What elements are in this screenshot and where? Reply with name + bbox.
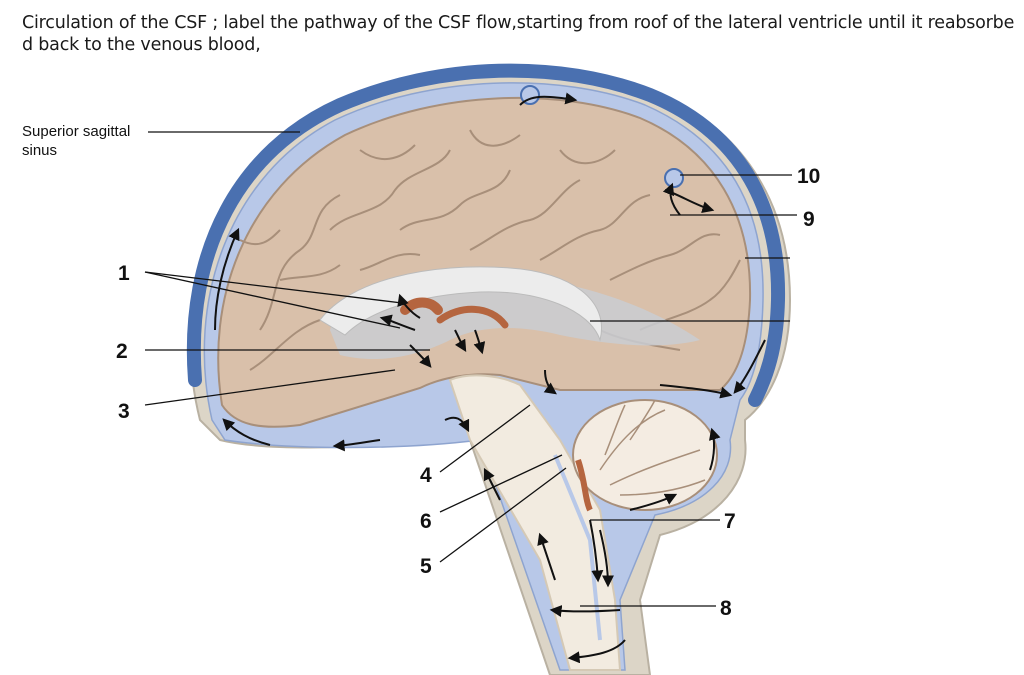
label-2: 2 xyxy=(116,340,128,363)
question-text: Circulation of the CSF ; label the pathw… xyxy=(22,12,1015,56)
choroid-plexus-third xyxy=(436,305,509,329)
arbor-vitae xyxy=(599,399,706,496)
label-7: 7 xyxy=(724,510,736,533)
brainstem-spinal-cord xyxy=(448,374,622,671)
superior-sagittal-sinus xyxy=(186,63,786,407)
label-8: 8 xyxy=(720,597,732,620)
label-superior-sagittal-line1: Superior sagittal xyxy=(22,123,130,140)
central-canal xyxy=(553,454,602,641)
cerebellum xyxy=(572,399,718,511)
label-5: 5 xyxy=(420,555,432,578)
label-superior-sagittal-line2: sinus xyxy=(22,142,57,159)
csf-flow-arrows xyxy=(214,92,766,664)
question-line-2: d back to the venous blood, xyxy=(22,35,261,55)
label-6: 6 xyxy=(420,510,432,533)
label-4: 4 xyxy=(420,464,432,487)
label-3: 3 xyxy=(118,400,130,423)
leader-lines xyxy=(144,131,797,607)
question-line-1: Circulation of the CSF ; label the pathw… xyxy=(22,13,1015,33)
arachnoid-granulation-top xyxy=(520,85,540,105)
choroid-plexus-fourth xyxy=(575,459,593,512)
label-10: 10 xyxy=(797,165,820,188)
label-9: 9 xyxy=(803,208,815,231)
arachnoid-granulation-right xyxy=(664,168,684,188)
label-1: 1 xyxy=(118,262,130,285)
